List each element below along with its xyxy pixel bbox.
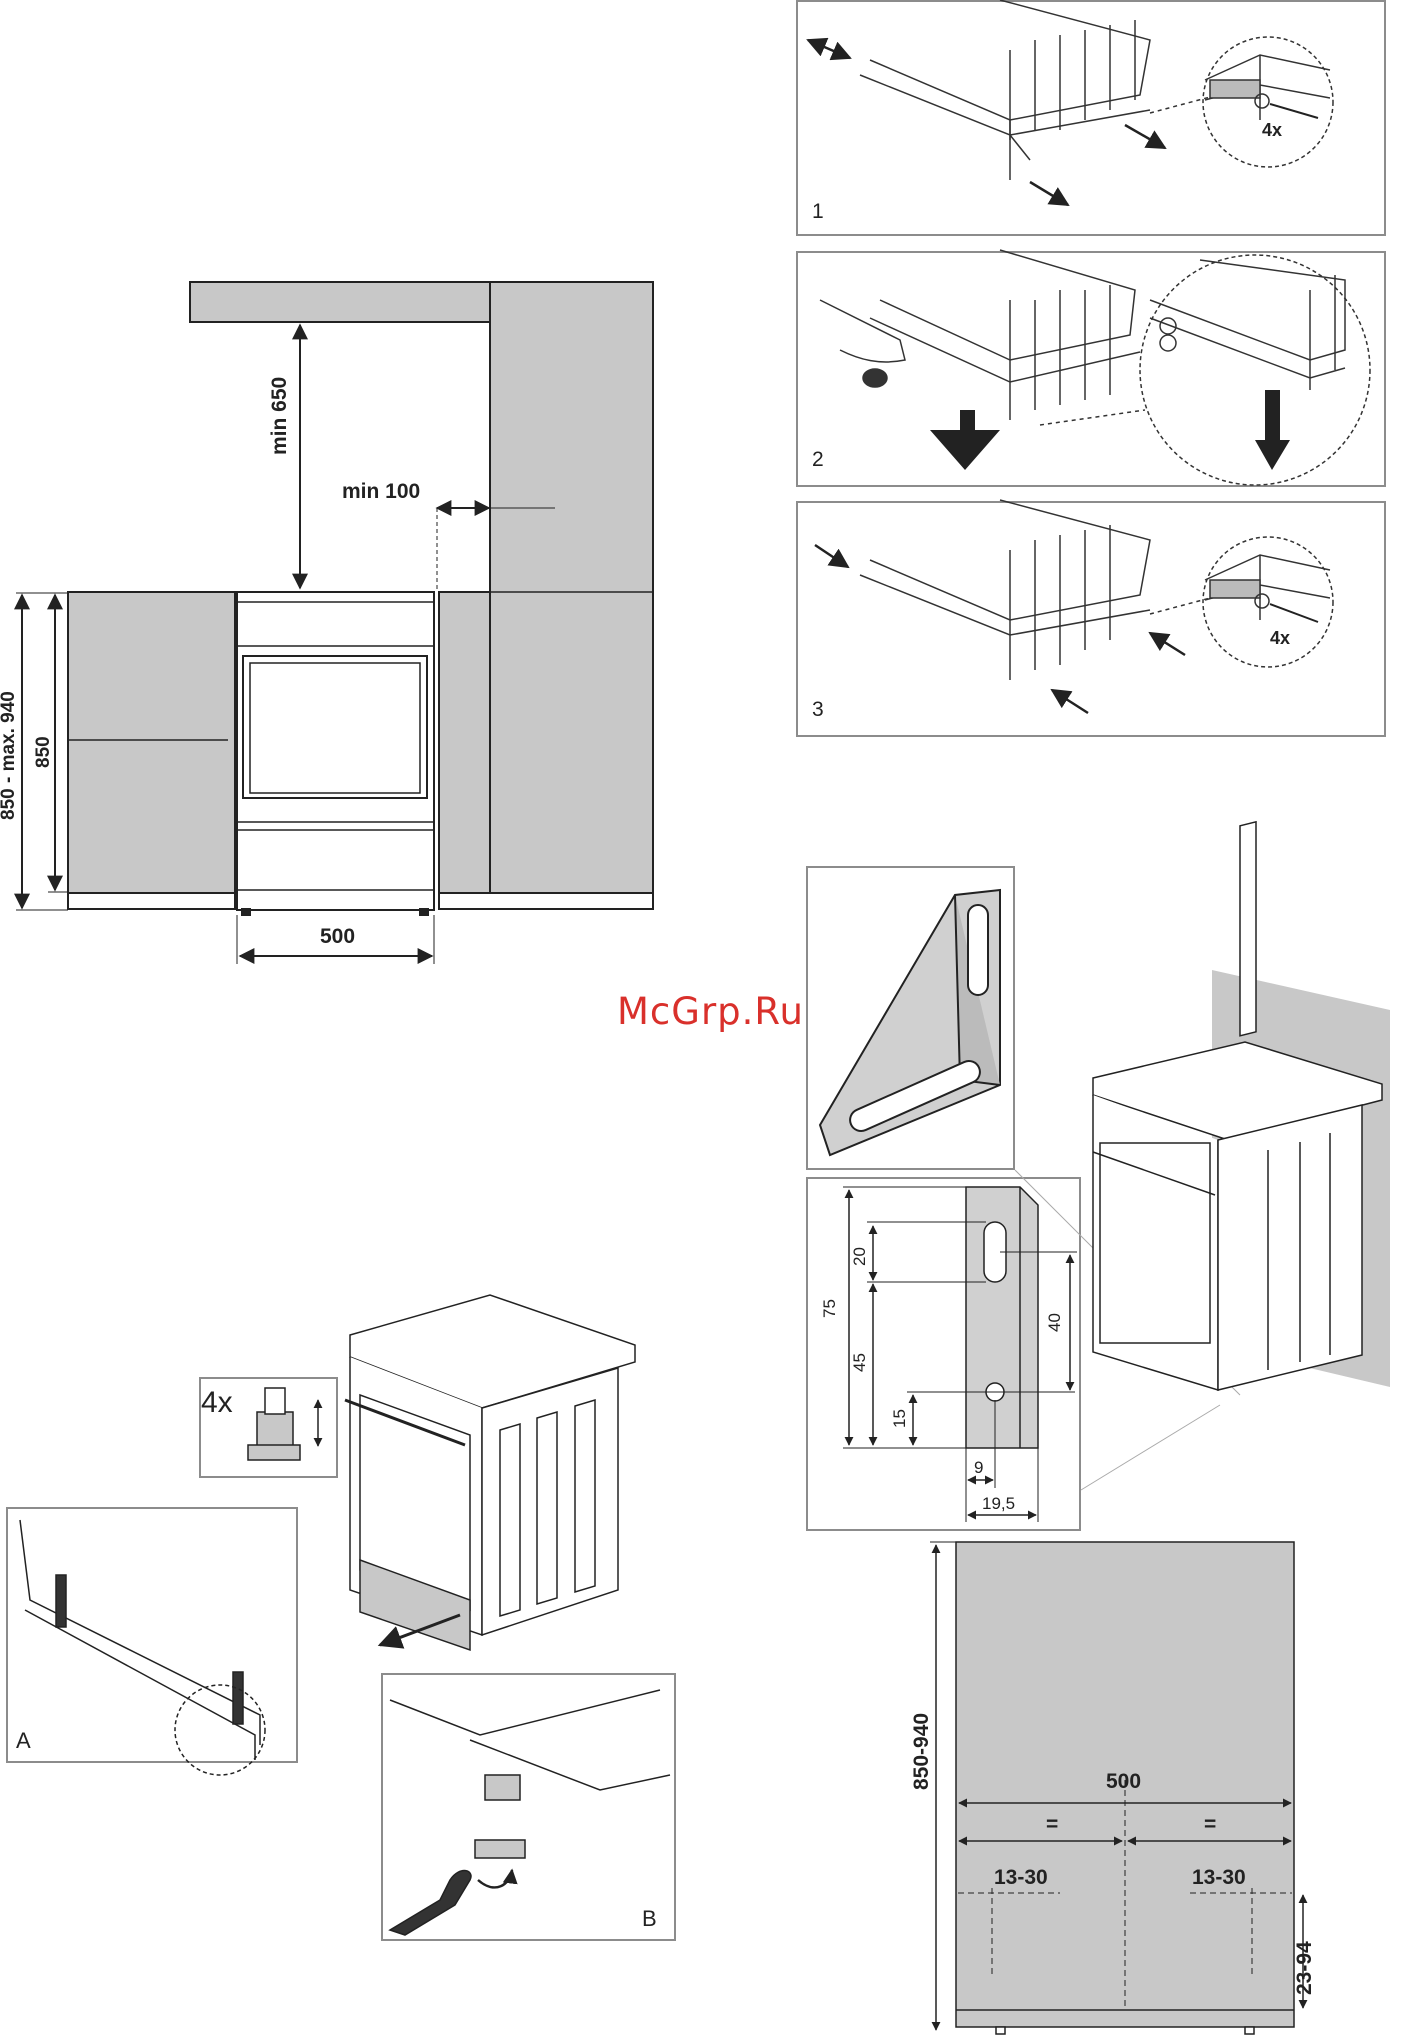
step-3-number: 3 (812, 698, 824, 722)
wall-plan-dim-23-94: 23-94 (1293, 1941, 1317, 1995)
anti-tip-bracket-3d (820, 890, 1000, 1155)
feet-cooker-drawing (20, 1295, 670, 1935)
step-3-screws-count: 4x (1270, 628, 1290, 649)
step-2-number: 2 (812, 448, 824, 472)
watermark: McGrp.Ru (617, 990, 804, 1033)
wall-plan-dim-13-30-left: 13-30 (994, 1866, 1048, 1890)
tall-cabinet (490, 282, 653, 909)
wall-plan-eq-right: = (1204, 1813, 1216, 1837)
dim-9: 9 (974, 1458, 983, 1478)
feet-count: 4x (201, 1386, 233, 1420)
feet-panel-a-label: A (16, 1728, 31, 1754)
step-2-drawing (820, 250, 1370, 485)
step-1-drawing (808, 0, 1333, 205)
cooker-wall-drawing (1093, 822, 1390, 1390)
step-1-screws-count: 4x (1262, 120, 1282, 141)
step-3-drawing (815, 500, 1333, 713)
dim-20: 20 (850, 1247, 870, 1266)
dim-19-5: 19,5 (982, 1494, 1015, 1514)
clearance-diagram (16, 282, 653, 964)
label-500: 500 (320, 925, 355, 949)
wall-cabinet (190, 282, 490, 322)
dim-75: 75 (820, 1299, 840, 1318)
label-850-940: 850 - max. 940 (0, 691, 20, 820)
dim-40: 40 (1045, 1313, 1065, 1332)
dim-15: 15 (890, 1409, 910, 1428)
wall-plan-eq-left: = (1046, 1813, 1058, 1837)
wall-plan-dim-850-940: 850-940 (910, 1713, 934, 1790)
left-base-cabinet (68, 592, 235, 893)
step-1-number: 1 (812, 200, 824, 224)
label-min-100: min 100 (342, 480, 420, 504)
right-base-cabinet (439, 592, 490, 893)
wall-plan-dim-500: 500 (1106, 1770, 1141, 1794)
dim-45: 45 (850, 1353, 870, 1372)
wall-plan-dim-13-30-right: 13-30 (1192, 1866, 1246, 1890)
label-min-650: min 650 (268, 377, 292, 455)
label-850: 850 (33, 736, 55, 768)
feet-panel-b-label: B (642, 1906, 657, 1932)
